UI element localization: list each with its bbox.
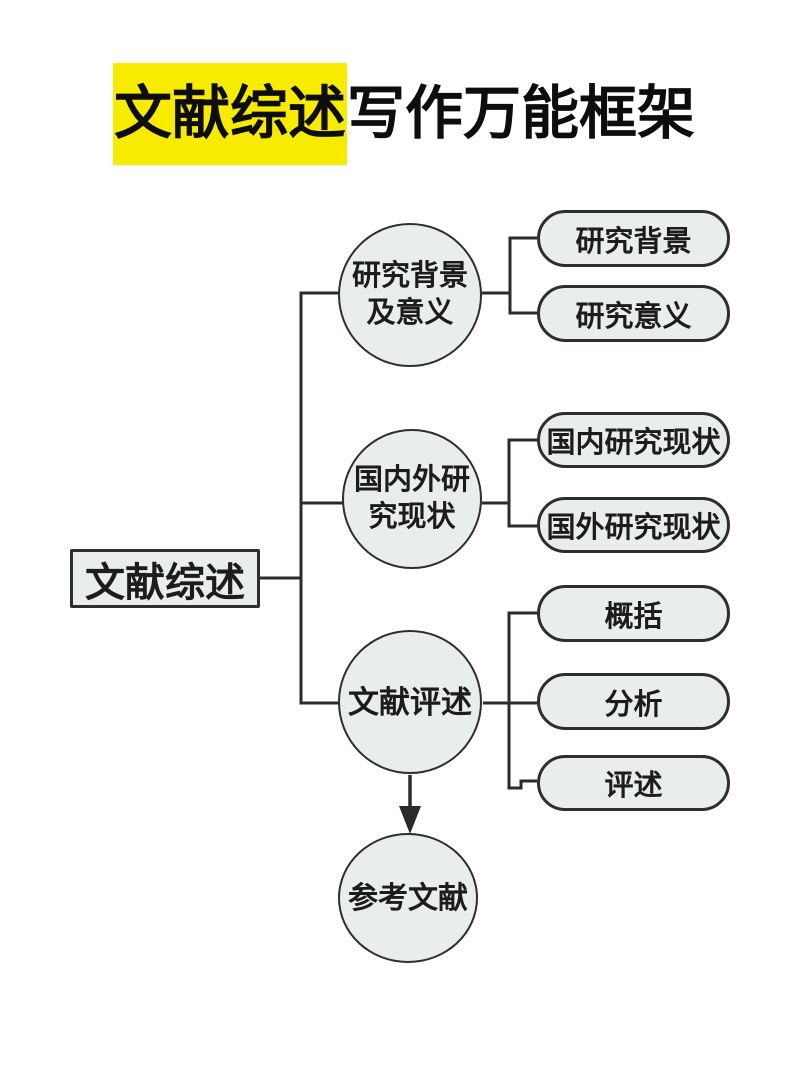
node-label: 国外研究现状 (546, 512, 721, 544)
leaf-comment: 评述 (537, 755, 730, 811)
node-label: 国内研究现状 (546, 427, 721, 459)
node-label: 研究背景 (575, 225, 692, 258)
node-label-line: 及意义 (366, 297, 454, 329)
node-label-line: 文献评述 (348, 684, 472, 720)
node-label-line: 究现状 (368, 501, 456, 533)
node-label: 分析 (604, 688, 663, 721)
leaf-summarize: 概括 (537, 585, 730, 642)
page-title: 文献综述写作万能框架 (113, 63, 695, 165)
node-references: 参考文献 (338, 833, 478, 963)
leaf-research-background: 研究背景 (537, 210, 730, 267)
node-branch-literature-commentary: 文献评述 (338, 630, 482, 774)
page-title-highlight: 文献综述 (113, 63, 348, 165)
node-branch-domestic-foreign-status: 国内外研 究现状 (342, 429, 482, 569)
node-root-literature-review: 文献综述 (70, 549, 260, 608)
leaf-analyze: 分析 (537, 673, 730, 730)
leaf-research-significance: 研究意义 (537, 285, 730, 342)
leaf-foreign-research-status: 国外研究现状 (537, 497, 730, 553)
leaf-domestic-research-status: 国内研究现状 (537, 412, 730, 468)
arrow-down-icon (399, 775, 421, 834)
node-label: 评述 (604, 770, 663, 802)
node-label: 参考文献 (348, 881, 468, 915)
page-title-rest: 写作万能框架 (347, 81, 696, 146)
node-branch-research-background-significance: 研究背景 及意义 (338, 223, 482, 367)
node-label-line: 国内外研 (353, 464, 470, 496)
node-label: 概括 (604, 600, 663, 633)
node-label: 文献综述 (85, 560, 245, 605)
node-label-line: 研究背景 (351, 260, 468, 292)
node-label: 研究意义 (575, 300, 692, 333)
